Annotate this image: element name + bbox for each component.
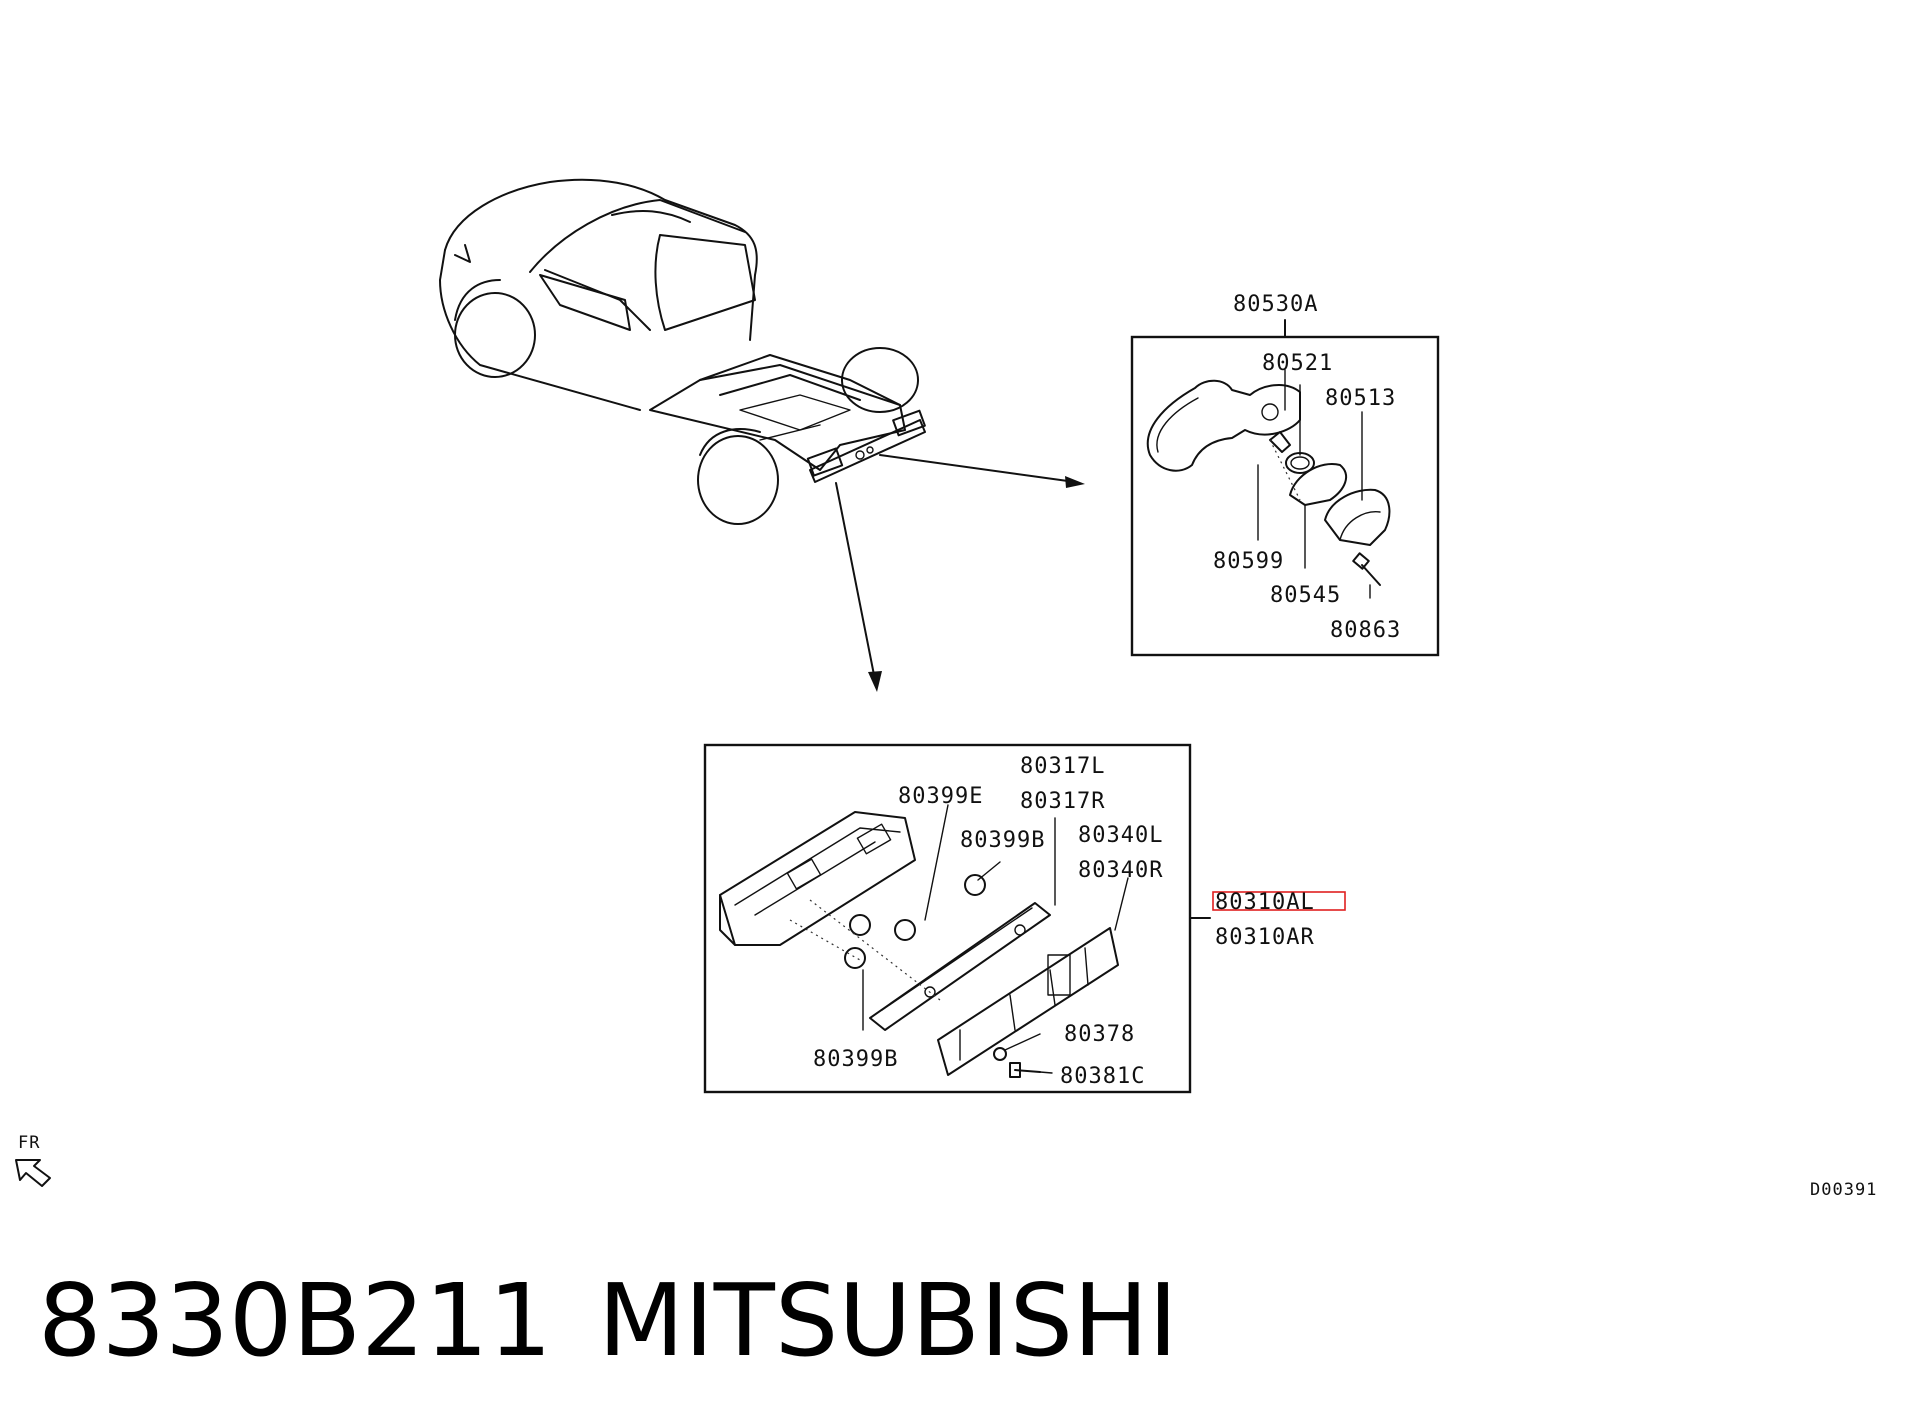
label-80399B-bottom[interactable]: 80399B (813, 1047, 898, 1072)
label-80521[interactable]: 80521 (1262, 351, 1333, 376)
label-80513[interactable]: 80513 (1325, 386, 1396, 411)
label-80863[interactable]: 80863 (1330, 618, 1401, 643)
label-80530A[interactable]: 80530A (1233, 292, 1318, 317)
label-80381C[interactable]: 80381C (1060, 1064, 1145, 1089)
drawing-code: D00391 (1810, 1180, 1877, 1200)
label-80399E[interactable]: 80399E (898, 784, 983, 809)
label-80317R[interactable]: 80317R (1020, 789, 1105, 814)
direction-label: FR (18, 1133, 40, 1153)
rear-combination-lamp-inset (703, 743, 1211, 1094)
front-direction-indicator: FR (15, 1133, 51, 1187)
label-80340R[interactable]: 80340R (1078, 858, 1163, 883)
label-80310AR[interactable]: 80310AR (1215, 925, 1315, 950)
label-80545[interactable]: 80545 (1270, 583, 1341, 608)
label-80340L[interactable]: 80340L (1078, 823, 1163, 848)
label-80317L[interactable]: 80317L (1020, 754, 1105, 779)
label-80599[interactable]: 80599 (1213, 549, 1284, 574)
label-80399B-top[interactable]: 80399B (960, 828, 1045, 853)
front-arrow-icon (15, 1159, 51, 1187)
label-80310AL[interactable]: 80310AL (1215, 890, 1315, 915)
part-labels: 80530A 80521 80513 80599 80545 80863 803… (813, 292, 1401, 1089)
brand-title: MITSUBISHI (598, 1262, 1178, 1379)
label-80378[interactable]: 80378 (1064, 1022, 1135, 1047)
vehicle-illustration (439, 178, 1085, 692)
part-number-title: 8330B211 (38, 1262, 552, 1379)
license-lamp-inset (1130, 319, 1440, 657)
highlight-box-80310AL (1212, 891, 1346, 911)
